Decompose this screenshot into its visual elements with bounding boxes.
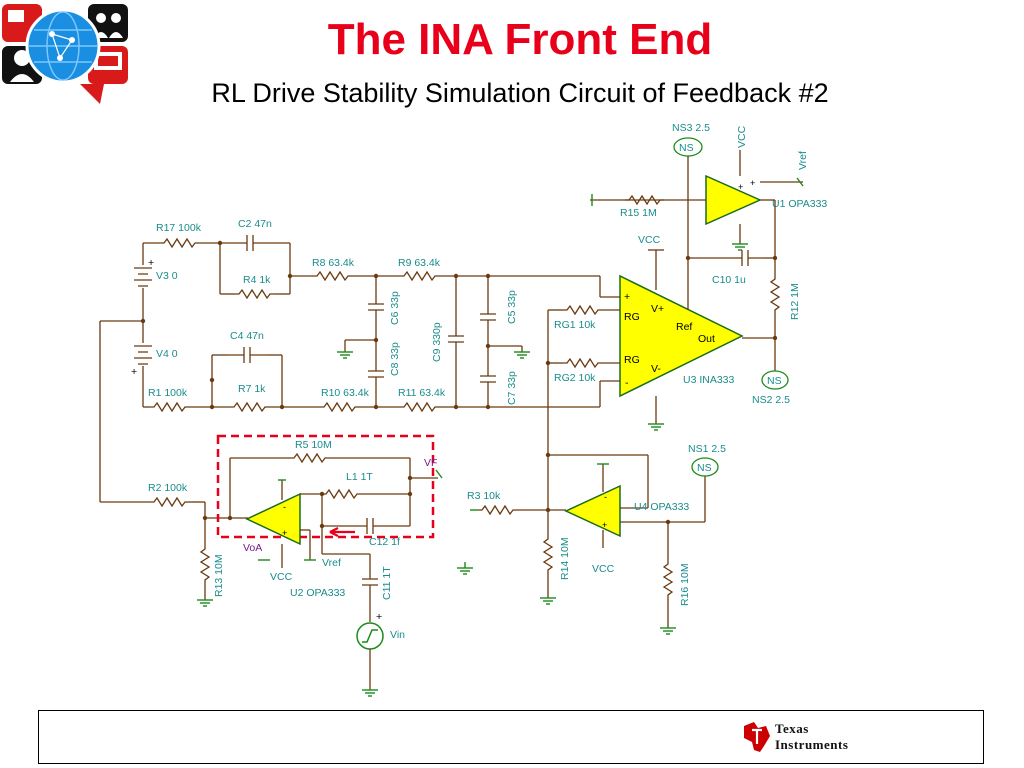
label-c7: C7 33p: [506, 371, 518, 405]
u3-rg-bot: RG: [624, 354, 640, 366]
page-title: The INA Front End: [327, 15, 713, 64]
label-ns2: NS2 2.5: [752, 394, 790, 406]
label-v4: V4 0: [156, 348, 178, 360]
network-globe-logo-icon: [2, 4, 128, 104]
label-u1: U1 OPA333: [772, 198, 827, 210]
page-subtitle: RL Drive Stability Simulation Circuit of…: [211, 78, 829, 108]
u3-vplus: V+: [651, 303, 664, 315]
label-r10: R10 63.4k: [321, 387, 370, 399]
u2-plus: +: [282, 528, 287, 538]
texas-instruments-logo-icon: [744, 722, 770, 752]
label-c4: C4 47n: [230, 330, 264, 342]
circuit-schematic: NS NS3 2.5 VCC Vref + + U1 OPA333 R15 1M…: [99, 122, 827, 697]
label-r9: R9 63.4k: [398, 257, 441, 269]
label-r12: R12 1M: [789, 283, 801, 320]
u1-plus: +: [738, 182, 743, 192]
label-r14: R14 10M: [559, 537, 571, 580]
u4-plus: +: [602, 520, 607, 530]
label-rg1: RG1 10k: [554, 319, 596, 331]
u3-plus: +: [624, 291, 630, 303]
label-r1: R1 100k: [148, 387, 188, 399]
label-c9: C9 330p: [431, 322, 443, 362]
u3-vminus: V-: [651, 363, 661, 375]
ti-brand-line1: Texas: [775, 721, 809, 736]
footer-bar: [38, 710, 984, 764]
label-vref-u1: Vref: [797, 151, 809, 170]
label-rg2: RG2 10k: [554, 372, 596, 384]
label-c2: C2 47n: [238, 218, 272, 230]
u3-rg-top: RG: [624, 311, 640, 323]
u3-out: Out: [698, 333, 715, 345]
label-r7: R7 1k: [238, 383, 266, 395]
label-r2: R2 100k: [148, 482, 188, 494]
label-c11: C11 1T: [381, 566, 393, 600]
ns3-tag: NS: [679, 142, 694, 154]
u3-ref: Ref: [676, 321, 692, 333]
label-v3: V3 0: [156, 270, 178, 282]
ns2-tag: NS: [767, 375, 782, 387]
u4-opamp: [564, 484, 621, 538]
vin-plus: +: [376, 611, 382, 623]
label-ns3: NS3 2.5: [672, 122, 710, 134]
label-vcc-u2: VCC: [270, 571, 293, 583]
label-ns1: NS1 2.5: [688, 443, 726, 455]
u2-opamp: [245, 492, 301, 546]
label-vf: VF: [424, 457, 437, 469]
u3-minus: -: [625, 377, 629, 389]
label-c5: C5 33p: [506, 290, 518, 324]
label-l1: L1 1T: [346, 471, 373, 483]
v4-plus: +: [131, 366, 137, 378]
label-u3: U3 INA333: [683, 374, 735, 386]
label-r11: R11 63.4k: [398, 387, 446, 399]
ns1-tag: NS: [697, 462, 712, 474]
u3-ina333: [619, 274, 744, 398]
label-r8: R8 63.4k: [312, 257, 355, 269]
label-c10: C10 1u: [712, 274, 746, 286]
label-r4: R4 1k: [243, 274, 271, 286]
label-r17: R17 100k: [156, 222, 202, 234]
ti-brand-line2: Instruments: [775, 737, 849, 752]
label-c8: C8 33p: [389, 342, 401, 376]
label-c6: C6 33p: [389, 291, 401, 325]
label-voa: VoA: [243, 542, 262, 554]
label-vcc-u3: VCC: [638, 234, 661, 246]
v3-plus: +: [148, 257, 154, 269]
label-u4: U4 OPA333: [634, 501, 689, 513]
label-r15: R15 1M: [620, 207, 657, 219]
label-u2: U2 OPA333: [290, 587, 345, 599]
label-vcc-u1: VCC: [736, 125, 748, 148]
highlight-box: [216, 434, 435, 539]
label-vcc-u4: VCC: [592, 563, 615, 575]
u4-minus: -: [604, 492, 607, 502]
u1-plus2: +: [750, 178, 755, 188]
label-r5: R5 10M: [295, 439, 332, 451]
label-r3: R3 10k: [467, 490, 501, 502]
ns2-probe: [761, 370, 789, 390]
ns1-probe: [691, 457, 719, 477]
label-vref-u2: Vref: [322, 557, 341, 569]
label-r16: R16 10M: [679, 563, 691, 606]
label-c12: C12 1f: [369, 536, 400, 548]
label-vin: Vin: [390, 629, 405, 641]
label-r13: R13 10M: [213, 554, 225, 597]
u2-minus: -: [283, 502, 286, 512]
